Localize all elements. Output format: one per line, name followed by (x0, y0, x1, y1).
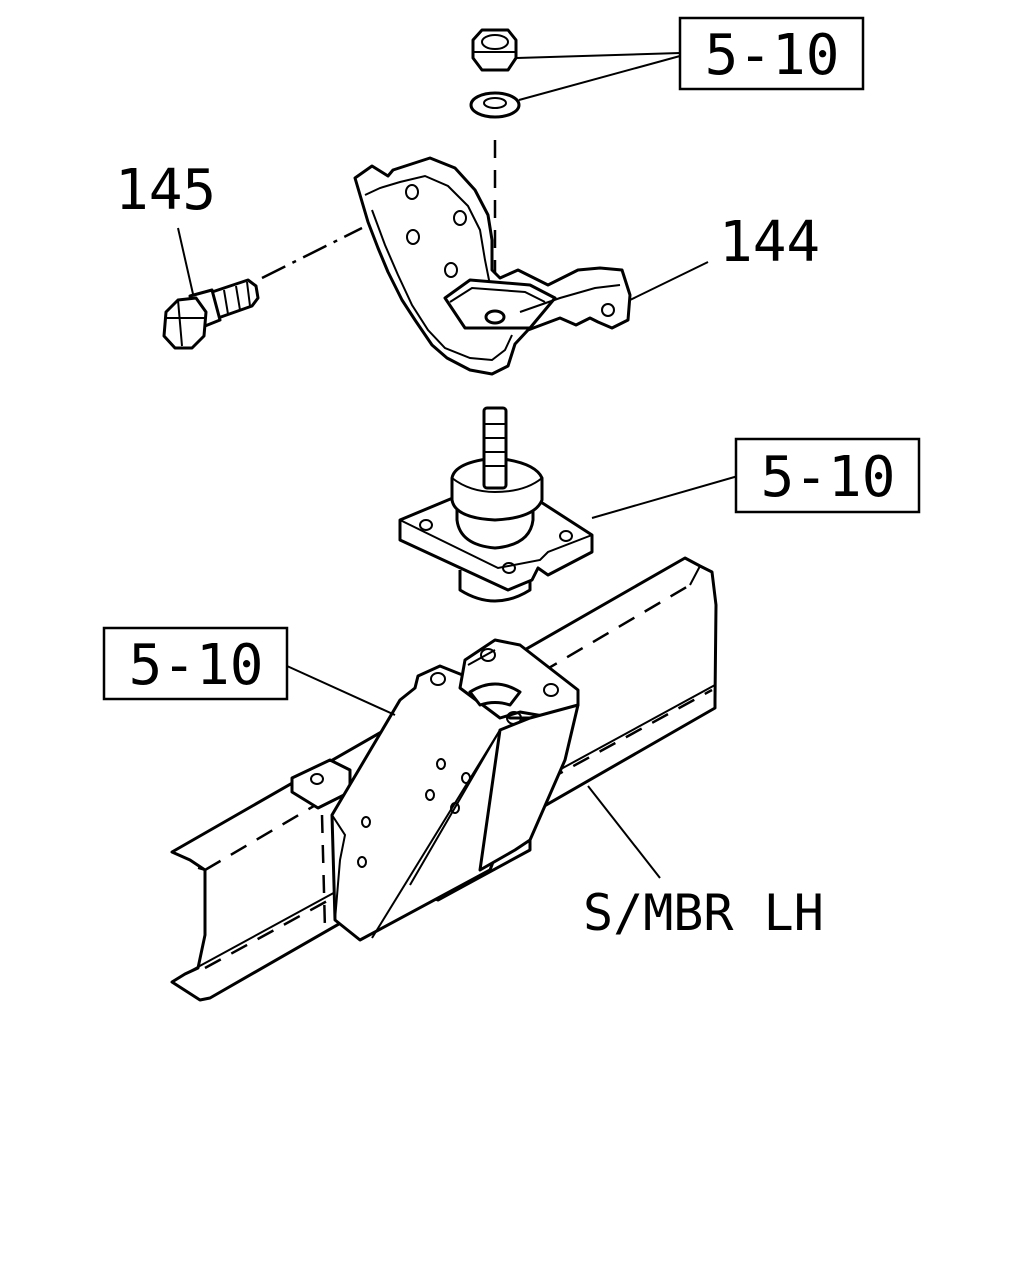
leader-frame-bracket (286, 665, 396, 716)
ref-top-text: 5-10 (705, 23, 840, 88)
leader-nut (516, 52, 681, 59)
callout-ref-top[interactable]: 5-10 (678, 16, 865, 91)
callout-ref-left[interactable]: 5-10 (102, 626, 289, 701)
part-number-bracket[interactable]: 144 (719, 210, 820, 275)
washer-drawing (469, 91, 521, 119)
callout-ref-middle[interactable]: 5-10 (734, 437, 921, 514)
frame-bracket-drawing (290, 638, 580, 942)
leader-bracket (629, 261, 709, 301)
leader-side-member (587, 785, 661, 879)
rubber-mount-drawing (398, 406, 594, 603)
leader-rubber-mount (591, 475, 739, 519)
side-member-label: S/MBR LH (583, 884, 824, 942)
engine-mount-bracket-drawing (353, 156, 632, 376)
leader-bolt (177, 227, 194, 295)
nut-drawing (471, 28, 518, 72)
ref-left-text: 5-10 (129, 633, 264, 698)
ref-middle-text: 5-10 (761, 445, 896, 510)
leader-washer (518, 55, 681, 101)
part-number-bolt[interactable]: 145 (115, 158, 216, 223)
centerline-bolt (261, 226, 363, 280)
bolt-drawing (162, 278, 260, 350)
